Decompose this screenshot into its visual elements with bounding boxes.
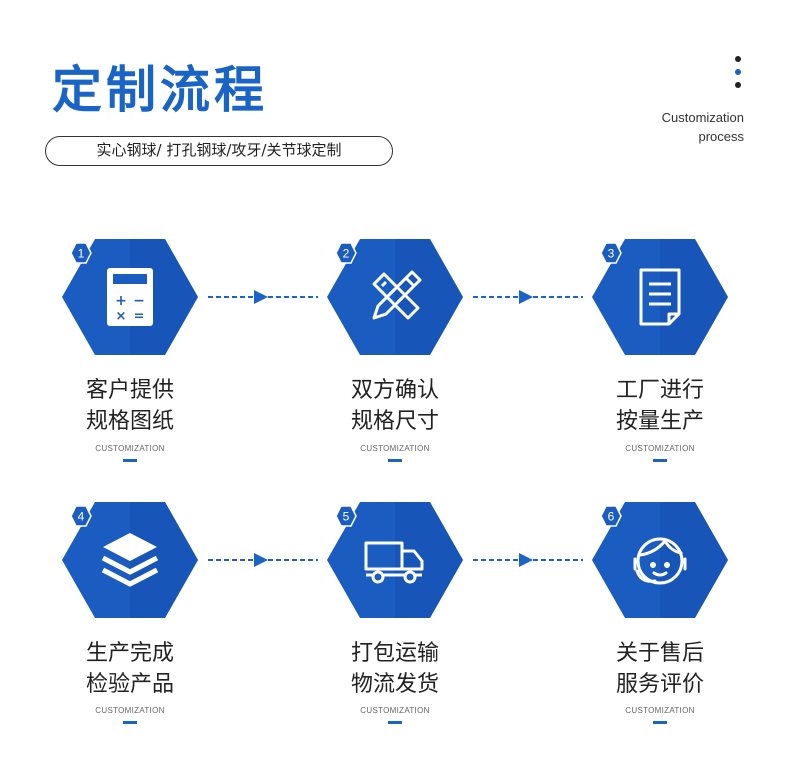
step-number-badge: 2 [335,242,357,264]
svg-text:2: 2 [343,247,350,261]
step-label-line1: 客户提供 [85,378,174,403]
document-icon [639,268,681,326]
side-text-line2: process [698,129,744,144]
truck-icon [364,541,424,584]
step-number-badge: 5 [335,505,357,527]
svg-text:+: + [115,293,127,309]
customization-process-label: Customization process [662,108,744,146]
svg-text:1: 1 [78,247,85,261]
headset-agent-icon [633,537,687,585]
decorative-dots [735,56,743,95]
svg-text:×: × [116,309,127,324]
step-underline [388,721,402,724]
step-sub-label: CUSTOMIZATION [625,706,695,715]
calculator-icon: + − × = [107,268,153,326]
svg-text:=: = [134,309,145,324]
hexagon-bg [325,500,465,620]
dot [735,69,741,75]
pencil-ruler-icon [372,270,422,320]
step-sub-label: CUSTOMIZATION [625,444,695,453]
arrow-right-icon [208,553,318,567]
step-number-badge: 1 [70,242,92,264]
step-label-line2: 检验产品 [85,672,174,697]
arrow-right-icon [208,290,318,304]
step-underline [388,459,402,462]
step-label-line1: 工厂进行 [615,378,704,403]
step-sub-label: CUSTOMIZATION [95,444,165,453]
step-sub-label: CUSTOMIZATION [95,706,165,715]
step-underline [123,721,137,724]
step-label-line1: 关于售后 [615,641,704,666]
svg-text:6: 6 [608,510,615,524]
svg-text:3: 3 [608,247,615,261]
layers-icon [101,533,159,587]
step-number-badge: 4 [70,505,92,527]
step-underline [653,459,667,462]
step-label-line1: 生产完成 [85,641,174,666]
hexagon-bg [590,500,730,620]
hexagon-bg [590,237,730,357]
svg-text:4: 4 [78,510,85,524]
svg-text:5: 5 [343,510,350,524]
page-title: 定制流程 [52,61,268,119]
dot [735,82,741,88]
svg-text:−: − [133,293,145,309]
arrow-right-icon [473,553,583,567]
step-number-badge: 6 [600,505,622,527]
step-label-line1: 双方确认 [350,378,439,403]
side-text-line1: Customization [661,110,744,125]
step-label-line2: 服务评价 [615,672,704,697]
step-number-badge: 3 [600,242,622,264]
hexagon-bg [325,237,465,357]
dot [735,56,741,62]
step-label-line2: 规格图纸 [85,409,174,434]
step-underline [123,459,137,462]
step-label-line1: 打包运输 [350,641,439,666]
step-sub-label: CUSTOMIZATION [360,444,430,453]
subtitle-pill: 实心钢球/ 打孔钢球/攻牙/关节球定制 [45,136,393,166]
step-underline [653,721,667,724]
step-label-line2: 规格尺寸 [350,409,439,434]
step-label-line2: 按量生产 [615,409,704,434]
step-label-line2: 物流发货 [350,672,439,697]
step-sub-label: CUSTOMIZATION [360,706,430,715]
arrow-right-icon [473,290,583,304]
